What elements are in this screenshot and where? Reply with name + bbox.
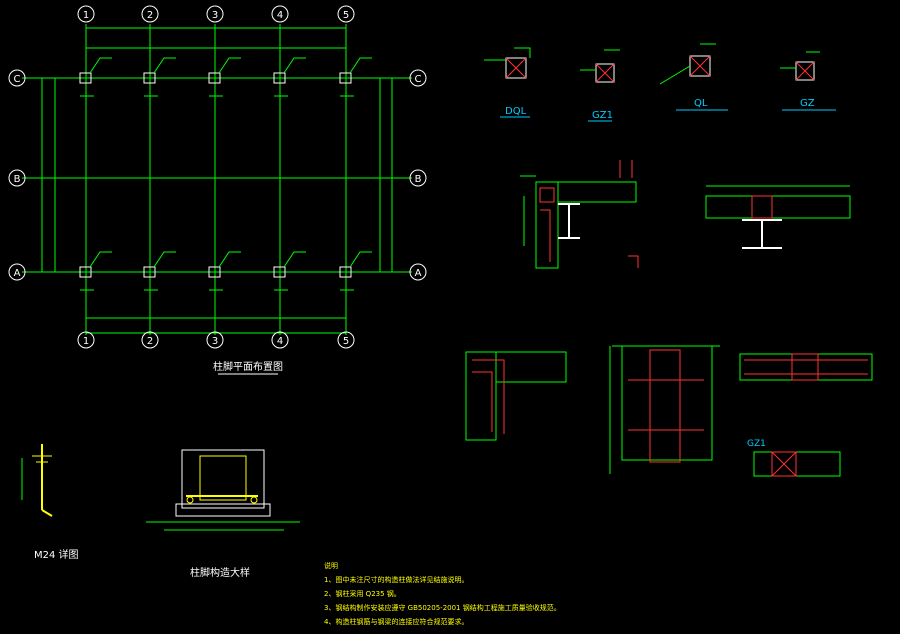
- wall-detail-middle: [609, 345, 720, 474]
- note-2: 2、钢柱采用 Q235 钢。: [324, 589, 401, 598]
- axis-label-col-5-bottom: 5: [343, 336, 349, 347]
- note-4: 4、构造柱钢筋与钢梁的连接应符合规范要求。: [324, 617, 468, 626]
- axis-label-col-2: 2: [147, 10, 153, 21]
- plan-title: 柱脚平面布置图: [213, 360, 283, 373]
- axis-bubbles: [8, 5, 427, 349]
- wall-detail-left: [465, 351, 567, 441]
- axis-label-col-3: 3: [212, 10, 218, 21]
- label-gz1: GZ1: [592, 110, 613, 121]
- axis-label-col-4-bottom: 4: [277, 336, 283, 347]
- label-gz: GZ: [800, 98, 815, 109]
- axis-labels: 1 2 3 4 5 1 2 3 4 5 C B A C B A: [14, 10, 422, 347]
- axis-label-col-1-bottom: 1: [83, 336, 89, 347]
- m24-label: M24 详图: [34, 548, 79, 561]
- small-section-underlines: [500, 109, 836, 122]
- axis-label-row-b-right: B: [415, 174, 422, 185]
- small-section-labels: DQL GZ1 QL GZ: [505, 98, 815, 121]
- axis-label-col-3-bottom: 3: [212, 336, 218, 347]
- column-plan: [22, 24, 412, 335]
- node-detail-1: [520, 160, 639, 269]
- axis-label-row-a-right: A: [415, 268, 422, 279]
- column-base-detail: [146, 449, 300, 531]
- axis-label-row-a: A: [14, 268, 21, 279]
- axis-label-col-2-bottom: 2: [147, 336, 153, 347]
- notes-heading: 说明: [324, 561, 338, 570]
- label-gz1-b: GZ1: [747, 439, 766, 449]
- axis-label-col-4: 4: [277, 10, 283, 21]
- base-detail-title: 柱脚构造大样: [190, 566, 250, 579]
- node-detail-2: [705, 185, 851, 249]
- note-3: 3、钢结构制作安装应遵守 GB50205-2001 钢结构工程施工质量验收规范。: [324, 603, 561, 612]
- axis-label-col-5: 5: [343, 10, 349, 21]
- axis-label-row-b: B: [14, 174, 21, 185]
- label-dql: DQL: [505, 106, 527, 117]
- wall-detail-right: [739, 353, 873, 477]
- column-markers: [79, 57, 372, 291]
- m24-bolt-detail: [21, 444, 53, 517]
- axis-label-row-c-right: C: [415, 74, 422, 85]
- axis-label-row-c: C: [14, 74, 21, 85]
- note-1: 1、图中未注尺寸的构造柱做法详见结施说明。: [324, 575, 468, 584]
- axis-label-col-1: 1: [83, 10, 89, 21]
- design-notes: 说明 1、图中未注尺寸的构造柱做法详见结施说明。 2、钢柱采用 Q235 钢。 …: [324, 561, 561, 626]
- small-sections: [484, 43, 820, 85]
- label-ql: QL: [694, 98, 708, 109]
